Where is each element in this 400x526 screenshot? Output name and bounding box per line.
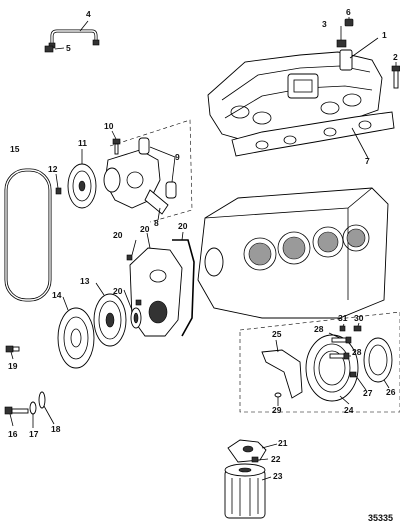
fitting-22-part [251, 456, 259, 463]
callout-24: 24 [344, 405, 354, 415]
figure-number: 35335 [368, 513, 393, 523]
nut-30-part [353, 325, 362, 332]
callout-8: 8 [154, 218, 159, 228]
bolt-19-part [5, 345, 20, 353]
water-pump-part [103, 149, 169, 215]
callout-20b: 20 [140, 224, 150, 234]
bolt-12-part [55, 187, 62, 195]
callout-21: 21 [278, 438, 288, 448]
callout-17: 17 [29, 429, 39, 439]
washer-18-part [38, 391, 46, 409]
crankshaft-pulley-part [57, 307, 95, 369]
callout-11: 11 [78, 138, 87, 148]
manifold-gasket-part [231, 111, 395, 157]
bolt-28-part [329, 336, 352, 360]
callout-25: 25 [272, 329, 282, 339]
callouts: 1 2 3 4 5 6 7 8 9 10 11 12 13 14 15 16 1… [8, 7, 398, 481]
fitting-part [44, 45, 54, 53]
pump-gasket-part [138, 137, 177, 199]
callout-7: 7 [365, 156, 370, 166]
oil-filter-part [224, 463, 266, 519]
crank-seal-part [130, 307, 142, 329]
callout-29: 29 [272, 405, 282, 415]
callout-3: 3 [322, 19, 327, 29]
callout-26: 26 [386, 387, 396, 397]
callout-27: 27 [363, 388, 373, 398]
callout-23: 23 [273, 471, 283, 481]
fitting-3-part [336, 39, 347, 48]
timing-cover-part [129, 247, 183, 337]
engine-block-part [197, 187, 389, 319]
fuel-line-part [48, 29, 100, 49]
callout-2: 2 [393, 52, 398, 62]
bolt-2-part [391, 65, 400, 89]
callout-5: 5 [66, 43, 71, 53]
water-pump-pulley-part [67, 163, 97, 209]
rear-main-seal-part [363, 337, 393, 383]
callout-20a: 20 [113, 230, 123, 240]
callout-1: 1 [382, 30, 387, 40]
callout-31: 31 [338, 313, 348, 323]
callout-20d: 20 [113, 286, 123, 296]
callout-15: 15 [10, 144, 20, 154]
plug-part [344, 18, 354, 27]
oil-filter-adapter-part [227, 439, 267, 463]
callout-18: 18 [51, 424, 61, 434]
callout-10: 10 [104, 121, 114, 131]
drive-belt-part [4, 168, 52, 302]
callout-28a: 28 [314, 324, 324, 334]
callout-14: 14 [52, 290, 62, 300]
washer-17-part [29, 401, 37, 415]
harmonic-balancer-part [93, 293, 127, 347]
washer-29-part [274, 392, 282, 398]
callout-30: 30 [354, 313, 364, 323]
alignment-line [109, 119, 193, 223]
leader-lines [9, 17, 397, 481]
callout-20c: 20 [178, 221, 188, 231]
callout-19: 19 [8, 361, 18, 371]
callout-22: 22 [271, 454, 281, 464]
callout-6: 6 [346, 7, 351, 17]
bolt-31-part [339, 325, 346, 332]
callout-13: 13 [80, 276, 90, 286]
bolt-10-part [112, 138, 121, 155]
housing-gasket-part [261, 349, 303, 399]
bolt-27-part [349, 371, 357, 378]
rear-seal-housing-part [305, 334, 359, 402]
callout-16: 16 [8, 429, 18, 439]
alignment-line [239, 311, 400, 413]
bolt-16-part [4, 406, 29, 415]
callout-4: 4 [86, 9, 91, 19]
callout-28b: 28 [352, 347, 362, 357]
timing-bolts-part [126, 254, 142, 306]
timing-cover-gasket-part [172, 239, 195, 337]
callout-12: 12 [48, 164, 58, 174]
callout-9: 9 [175, 152, 180, 162]
